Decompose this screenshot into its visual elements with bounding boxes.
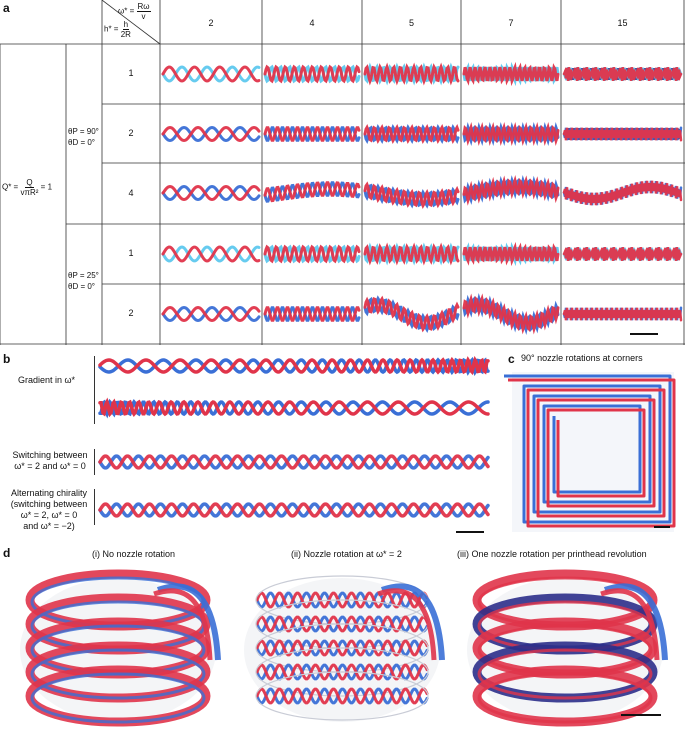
alt-line-4: and ω* = −2) — [23, 521, 75, 531]
alternating-bracket — [94, 489, 95, 525]
omega-header-4: 15 — [617, 18, 628, 28]
coil-ring-2 — [255, 639, 429, 657]
h-label: h* = — [104, 24, 119, 34]
q-denominator: vπR² — [20, 188, 39, 197]
filament-r3-c4 — [562, 246, 683, 262]
h-row-label-1: 1 — [128, 68, 134, 78]
gradient-filament-1 — [98, 355, 490, 377]
label-one-rotation: (iii) One nozzle rotation per printhead … — [457, 549, 647, 559]
h-row-label-5: 2 — [128, 308, 134, 318]
scale-bar-d — [621, 714, 661, 716]
theta-group-1: θP = 90° θD = 0° — [68, 126, 99, 148]
alt-line-2: (switching between — [10, 499, 88, 509]
filament-r1-c2 — [363, 124, 460, 144]
gradient-label: Gradient in ω* — [18, 375, 76, 385]
panel-letter-a: a — [3, 1, 10, 15]
filament-r4-c2 — [363, 295, 460, 333]
q-numerator: Q — [25, 178, 34, 188]
filament-r4-c1 — [263, 306, 361, 322]
alt-line-3: ω* = 2, ω* = 0 — [20, 510, 78, 520]
filament-r1-c3 — [462, 122, 560, 146]
filament-r0-c2 — [363, 62, 460, 86]
switching-line-1: Switching between — [12, 450, 88, 460]
spiral-red-strand — [508, 378, 676, 528]
h-numerator: h — [122, 20, 130, 30]
filament-r1-c4 — [562, 126, 683, 142]
theta-d-0-b: θD = 0° — [68, 282, 95, 291]
filament-r3-c1 — [263, 244, 361, 264]
coil-ring-0 — [255, 591, 429, 609]
coil-no-rotation — [20, 569, 221, 727]
filament-r3-c0 — [161, 245, 261, 263]
alternating-label: Alternating chirality (switching between… — [6, 488, 92, 532]
spiral-blue-strand — [504, 374, 672, 524]
alternating-filament — [98, 502, 490, 518]
coil-photos — [20, 569, 668, 727]
alt-line-1: Alternating chirality — [10, 488, 88, 498]
q-label: Q* = — [2, 182, 19, 192]
filament-r2-c1 — [263, 181, 361, 203]
spiral-print — [504, 372, 676, 532]
coil-ring-4 — [255, 687, 429, 705]
coil-ring-3 — [255, 663, 429, 681]
panel-b-filaments — [98, 355, 490, 518]
omega-header-0: 2 — [208, 18, 214, 28]
h-row-label-4: 1 — [128, 248, 134, 258]
theta-d-0-a: θD = 0° — [68, 138, 95, 147]
filament-r3-c3 — [462, 241, 560, 267]
switching-filament — [98, 454, 490, 470]
filament-r4-c3 — [462, 292, 560, 336]
filament-r2-c3 — [462, 174, 560, 206]
omega-numerator: Rω — [136, 2, 151, 12]
filament-r0-c0 — [161, 65, 261, 83]
panel-letter-b: b — [3, 352, 11, 366]
gradient-filament-2 — [98, 397, 490, 419]
panel-letter-d: d — [3, 546, 11, 560]
table-grid — [0, 0, 685, 345]
h-row-label-2: 2 — [128, 128, 134, 138]
h-denominator: 2R — [120, 30, 131, 39]
filament-r4-c4 — [562, 306, 683, 322]
omega-header-1: 4 — [309, 18, 315, 28]
filament-r0-c4 — [562, 66, 683, 82]
scale-bar-a — [630, 333, 658, 335]
filament-image-grid — [161, 61, 683, 336]
filament-r0-c3 — [462, 61, 560, 87]
theta-p-90: θP = 90° — [68, 127, 99, 136]
switching-label: Switching between ω* = 2 and ω* = 0 — [10, 450, 90, 472]
coil-one-rotation — [467, 569, 668, 727]
switching-line-2: ω* = 2 and ω* = 0 — [14, 461, 86, 471]
filament-r4-c0 — [161, 305, 261, 323]
coil-ring-1 — [255, 615, 429, 633]
q-equals: = 1 — [40, 182, 53, 192]
filament-r2-c2 — [363, 181, 460, 209]
filament-r0-c1 — [263, 64, 361, 84]
theta-group-2: θP = 25° θD = 0° — [68, 270, 99, 292]
panel-c-title: 90° nozzle rotations at corners — [521, 353, 643, 363]
filament-r1-c0 — [161, 125, 261, 143]
filament-r2-c0 — [161, 184, 261, 202]
coil-rotation-omega2 — [244, 575, 445, 722]
filament-r1-c1 — [263, 126, 361, 142]
filament-r3-c2 — [363, 242, 460, 266]
switching-bracket — [94, 449, 95, 475]
scale-bar-b — [456, 531, 484, 533]
omega-header-3: 7 — [508, 18, 514, 28]
omega-denominator: v — [141, 12, 146, 21]
h-row-label-3: 4 — [128, 188, 134, 198]
label-rotation-omega2: (ii) Nozzle rotation at ω* = 2 — [291, 549, 402, 559]
panel-letter-c: c — [508, 352, 515, 366]
scale-bar-c — [654, 526, 670, 528]
omega-header-2: 5 — [408, 18, 414, 28]
label-no-rotation: (i) No nozzle rotation — [92, 549, 176, 559]
theta-p-25: θP = 25° — [68, 271, 99, 280]
omega-label: ω* = — [118, 6, 135, 16]
filament-r2-c4 — [562, 180, 683, 206]
gradient-bracket — [94, 356, 95, 424]
